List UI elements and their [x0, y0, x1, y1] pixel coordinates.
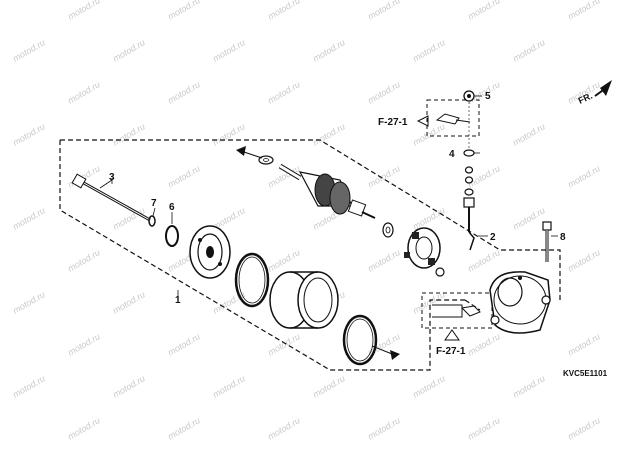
watermark-text: motod.ru [0, 0, 2, 22]
through-bolt [71, 173, 151, 222]
watermark-text: motod.ru [166, 79, 202, 105]
watermark-text: motod.ru [0, 331, 2, 357]
washer-top [258, 155, 274, 165]
watermark-text: motod.ru [111, 373, 147, 399]
part-label-7: 7 [151, 198, 157, 209]
watermark-text: motod.ru [266, 0, 302, 22]
part-label-6: 6 [169, 202, 175, 213]
watermark-text: motod.ru [466, 415, 502, 441]
watermark-text: motod.ru [411, 289, 447, 315]
part-label-8: 8 [560, 232, 566, 243]
watermark-text: motod.ru [66, 79, 102, 105]
watermark-text: motod.ru [111, 121, 147, 147]
o-ring-6 [165, 225, 179, 247]
washer-right [382, 222, 394, 238]
part-label-5: 5 [485, 91, 491, 102]
watermark-text: motod.ru [0, 79, 2, 105]
watermark-text: motod.ru [66, 331, 102, 357]
armature [278, 163, 376, 219]
watermark-text: motod.ru [466, 0, 502, 22]
watermark-text: motod.ru [11, 289, 47, 315]
diagram-code: KVC5E1101 [563, 369, 608, 378]
rear-cover [489, 271, 551, 334]
ref-label-bottom: F-27-1 [436, 346, 466, 357]
brush-holder [404, 227, 441, 269]
watermark-text: motod.ru [366, 163, 402, 189]
part-label-2: 2 [490, 232, 496, 243]
watermark-text: motod.ru [366, 415, 402, 441]
watermark-text: motod.ru [311, 37, 347, 63]
part-label-1: 1 [175, 295, 181, 306]
watermark-text: motod.ru [366, 79, 402, 105]
watermark-text: motod.ru [0, 163, 2, 189]
watermark-text: motod.ru [566, 415, 602, 441]
watermark-text: motod.ru [66, 247, 102, 273]
watermark-layer: motod.ru motod.ru motod.ru motod.ru motod.ru… [0, 0, 602, 442]
watermark-text: motod.ru [211, 121, 247, 147]
o-ring-rear [342, 314, 378, 366]
watermark-text: motod.ru [511, 121, 547, 147]
bolt-8 [542, 221, 552, 262]
watermark-text: motod.ru [311, 121, 347, 147]
assembly-outline [59, 139, 561, 371]
watermark-text: motod.ru [366, 247, 402, 273]
leader-lines [111, 95, 558, 300]
spring-clip [435, 267, 445, 277]
watermark-text: motod.ru [266, 415, 302, 441]
watermark-text: motod.ru [11, 373, 47, 399]
watermark-text: motod.ru [466, 247, 502, 273]
watermark-text: motod.ru [66, 163, 102, 189]
watermark-text: motod.ru [566, 247, 602, 273]
watermark-text: motod.ru [111, 37, 147, 63]
o-ring-front [234, 252, 270, 308]
terminal-stack [463, 90, 475, 251]
o-ring-small [148, 215, 156, 227]
watermark-text: motod.ru [211, 373, 247, 399]
watermark-text: motod.ru [511, 37, 547, 63]
watermark-text: motod.ru [411, 121, 447, 147]
watermark-text: motod.ru [511, 373, 547, 399]
watermark-text: motod.ru [66, 415, 102, 441]
front-cover [189, 225, 231, 279]
watermark-text: motod.ru [266, 79, 302, 105]
watermark-text: motod.ru [566, 0, 602, 22]
watermark-text: motod.ru [66, 0, 102, 22]
watermark-text: motod.ru [411, 205, 447, 231]
watermark-text: motod.ru [0, 415, 2, 441]
front-direction-arrow [594, 80, 612, 97]
watermark-text: motod.ru [211, 37, 247, 63]
watermark-text: motod.ru [11, 37, 47, 63]
inset-box-top [416, 99, 480, 137]
watermark-text: motod.ru [166, 163, 202, 189]
watermark-text: motod.ru [411, 373, 447, 399]
part-label-4: 4 [449, 149, 455, 160]
watermark-text: motod.ru [166, 0, 202, 22]
watermark-text: motod.ru [411, 37, 447, 63]
ref-label-top: F-27-1 [378, 117, 408, 128]
watermark-text: motod.ru [466, 331, 502, 357]
inset-box-bottom [421, 292, 493, 341]
watermark-text: motod.ru [111, 289, 147, 315]
watermark-text: motod.ru [566, 331, 602, 357]
part-label-3: 3 [109, 172, 115, 183]
yoke-housing [269, 268, 340, 329]
assembly-arrows [236, 146, 400, 360]
watermark-text: motod.ru [0, 247, 2, 273]
watermark-text: motod.ru [11, 121, 47, 147]
watermark-text: motod.ru [311, 373, 347, 399]
watermark-text: motod.ru [266, 247, 302, 273]
watermark-text: motod.ru [11, 205, 47, 231]
watermark-text: motod.ru [366, 0, 402, 22]
watermark-text: motod.ru [166, 331, 202, 357]
watermark-text: motod.ru [166, 415, 202, 441]
watermark-text: motod.ru [511, 205, 547, 231]
watermark-text: motod.ru [566, 163, 602, 189]
